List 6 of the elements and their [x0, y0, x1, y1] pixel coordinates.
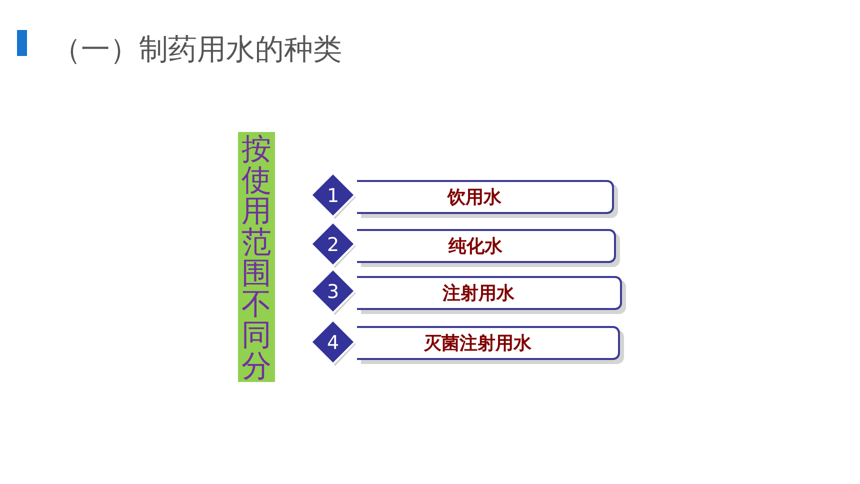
title: （一）制药用水的种类 [52, 31, 342, 68]
number-diamond: 4 [309, 319, 357, 367]
number-diamond: 1 [309, 172, 357, 220]
number-diamond: 2 [309, 221, 357, 269]
category-band: 按使用范围不同分 [238, 132, 275, 382]
number-diamond: 3 [309, 268, 357, 316]
